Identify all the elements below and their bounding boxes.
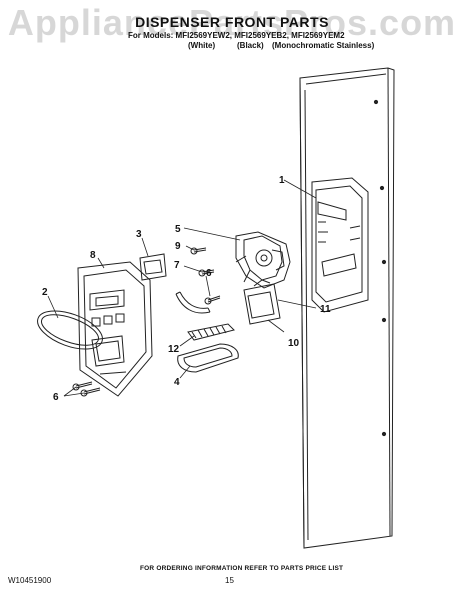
callout-10: 10 — [288, 338, 300, 349]
actuator-assembly-part — [235, 231, 291, 289]
variant-stainless: (Monochromatic Stainless) — [272, 41, 375, 50]
variant-black: (Black) — [237, 41, 264, 50]
callout-11: 11 — [320, 304, 331, 315]
drip-tray-part — [177, 343, 239, 373]
callout-12: 12 — [168, 344, 180, 355]
watermark-text: AppliancePartsPros.com — [7, 2, 457, 43]
leader-lines — [47, 179, 317, 397]
control-plate-part — [139, 253, 167, 281]
dispenser-bezel-part — [77, 261, 153, 397]
grille-part — [187, 323, 235, 341]
page-number: 15 — [225, 576, 234, 585]
model-list: For Models: MFI2569YEW2, MFI2569YEB2, MF… — [128, 31, 345, 40]
page-title: DISPENSER FRONT PARTS — [135, 14, 329, 30]
document-number: W10451900 — [8, 576, 52, 585]
callout-9: 9 — [175, 241, 181, 252]
callout-5: 5 — [175, 224, 181, 235]
flap-part — [243, 279, 281, 325]
callout-6-upper: 6 — [206, 268, 212, 279]
callout-1: 1 — [279, 175, 285, 186]
callout-4: 4 — [174, 377, 180, 388]
variant-white: (White) — [188, 41, 216, 50]
callout-3: 3 — [136, 229, 142, 240]
callout-2: 2 — [42, 287, 48, 298]
door-panel-part — [299, 67, 395, 549]
callout-6-lower: 6 — [53, 392, 59, 403]
oval-cover-part — [37, 310, 103, 350]
callout-7: 7 — [174, 260, 180, 271]
callout-8: 8 — [90, 250, 96, 261]
lever-part — [175, 291, 211, 314]
ordering-note: FOR ORDERING INFORMATION REFER TO PARTS … — [140, 565, 344, 572]
screw-fastener-group — [72, 247, 221, 397]
